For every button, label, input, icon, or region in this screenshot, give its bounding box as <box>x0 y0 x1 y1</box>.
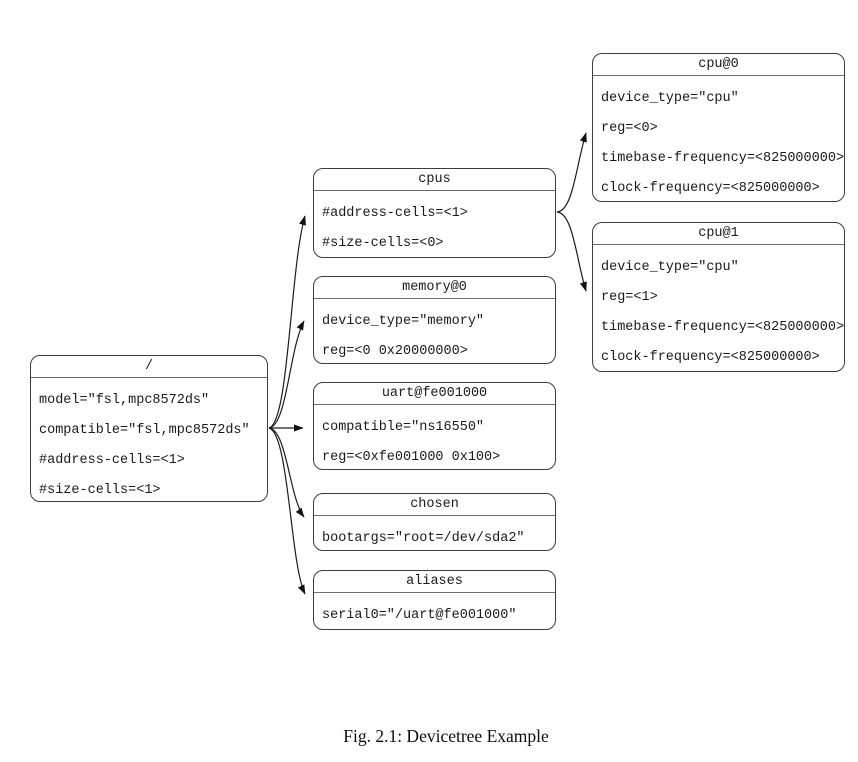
node-property: timebase-frequency=<825000000> <box>601 319 845 335</box>
node-property: clock-frequency=<825000000> <box>601 180 820 196</box>
edge-cpus-cpu1 <box>556 211 587 292</box>
node-memory-props: device_type="memory" reg=<0 0x20000000> <box>314 299 555 366</box>
node-property: #address-cells=<1> <box>322 205 468 221</box>
edge-root-chosen <box>268 427 305 518</box>
node-cpu0-props: device_type="cpu" reg=<0> timebase-frequ… <box>593 76 844 203</box>
node-property: device_type="cpu" <box>601 90 739 106</box>
edge-cpus-cpu0 <box>556 132 587 213</box>
node-property: device_type="memory" <box>322 313 485 329</box>
node-property: serial0="/uart@fe001000" <box>322 607 517 623</box>
node-aliases-props: serial0="/uart@fe001000" <box>314 593 555 630</box>
node-property: compatible="fsl,mpc8572ds" <box>39 422 250 438</box>
node-property: model="fsl,mpc8572ds" <box>39 392 210 408</box>
node-cpus: cpus #address-cells=<1> #size-cells=<0> <box>313 168 556 258</box>
node-property: reg=<0> <box>601 120 658 136</box>
node-property: compatible="ns16550" <box>322 419 485 435</box>
node-property: reg=<1> <box>601 289 658 305</box>
node-aliases-title: aliases <box>314 571 555 593</box>
node-root-title: / <box>31 356 267 378</box>
node-property: #size-cells=<1> <box>39 482 161 498</box>
edge-root-memory <box>268 320 305 429</box>
node-uart-title: uart@fe001000 <box>314 383 555 405</box>
node-property: #size-cells=<0> <box>322 235 444 251</box>
node-root: / model="fsl,mpc8572ds" compatible="fsl,… <box>30 355 268 502</box>
node-property: reg=<0xfe001000 0x100> <box>322 449 501 465</box>
node-chosen-title: chosen <box>314 494 555 516</box>
node-cpu0-title: cpu@0 <box>593 54 844 76</box>
node-uart: uart@fe001000 compatible="ns16550" reg=<… <box>313 382 556 470</box>
node-property: timebase-frequency=<825000000> <box>601 150 845 166</box>
node-property: device_type="cpu" <box>601 259 739 275</box>
edge-root-aliases <box>268 427 306 595</box>
node-uart-props: compatible="ns16550" reg=<0xfe001000 0x1… <box>314 405 555 472</box>
edge-root-cpus <box>268 215 306 429</box>
node-cpus-title: cpus <box>314 169 555 191</box>
node-chosen-props: bootargs="root=/dev/sda2" <box>314 516 555 553</box>
node-memory-title: memory@0 <box>314 277 555 299</box>
node-property: bootargs="root=/dev/sda2" <box>322 530 525 546</box>
node-chosen: chosen bootargs="root=/dev/sda2" <box>313 493 556 551</box>
figure-caption: Fig. 2.1: Devicetree Example <box>343 726 549 746</box>
node-cpu1: cpu@1 device_type="cpu" reg=<1> timebase… <box>592 222 845 372</box>
node-cpu1-title: cpu@1 <box>593 223 844 245</box>
node-cpu1-props: device_type="cpu" reg=<1> timebase-frequ… <box>593 245 844 372</box>
node-property: clock-frequency=<825000000> <box>601 349 820 365</box>
node-cpu0: cpu@0 device_type="cpu" reg=<0> timebase… <box>592 53 845 202</box>
node-root-props: model="fsl,mpc8572ds" compatible="fsl,mp… <box>31 378 267 505</box>
node-memory: memory@0 device_type="memory" reg=<0 0x2… <box>313 276 556 364</box>
node-property: reg=<0 0x20000000> <box>322 343 468 359</box>
node-aliases: aliases serial0="/uart@fe001000" <box>313 570 556 630</box>
node-cpus-props: #address-cells=<1> #size-cells=<0> <box>314 191 555 258</box>
node-property: #address-cells=<1> <box>39 452 185 468</box>
